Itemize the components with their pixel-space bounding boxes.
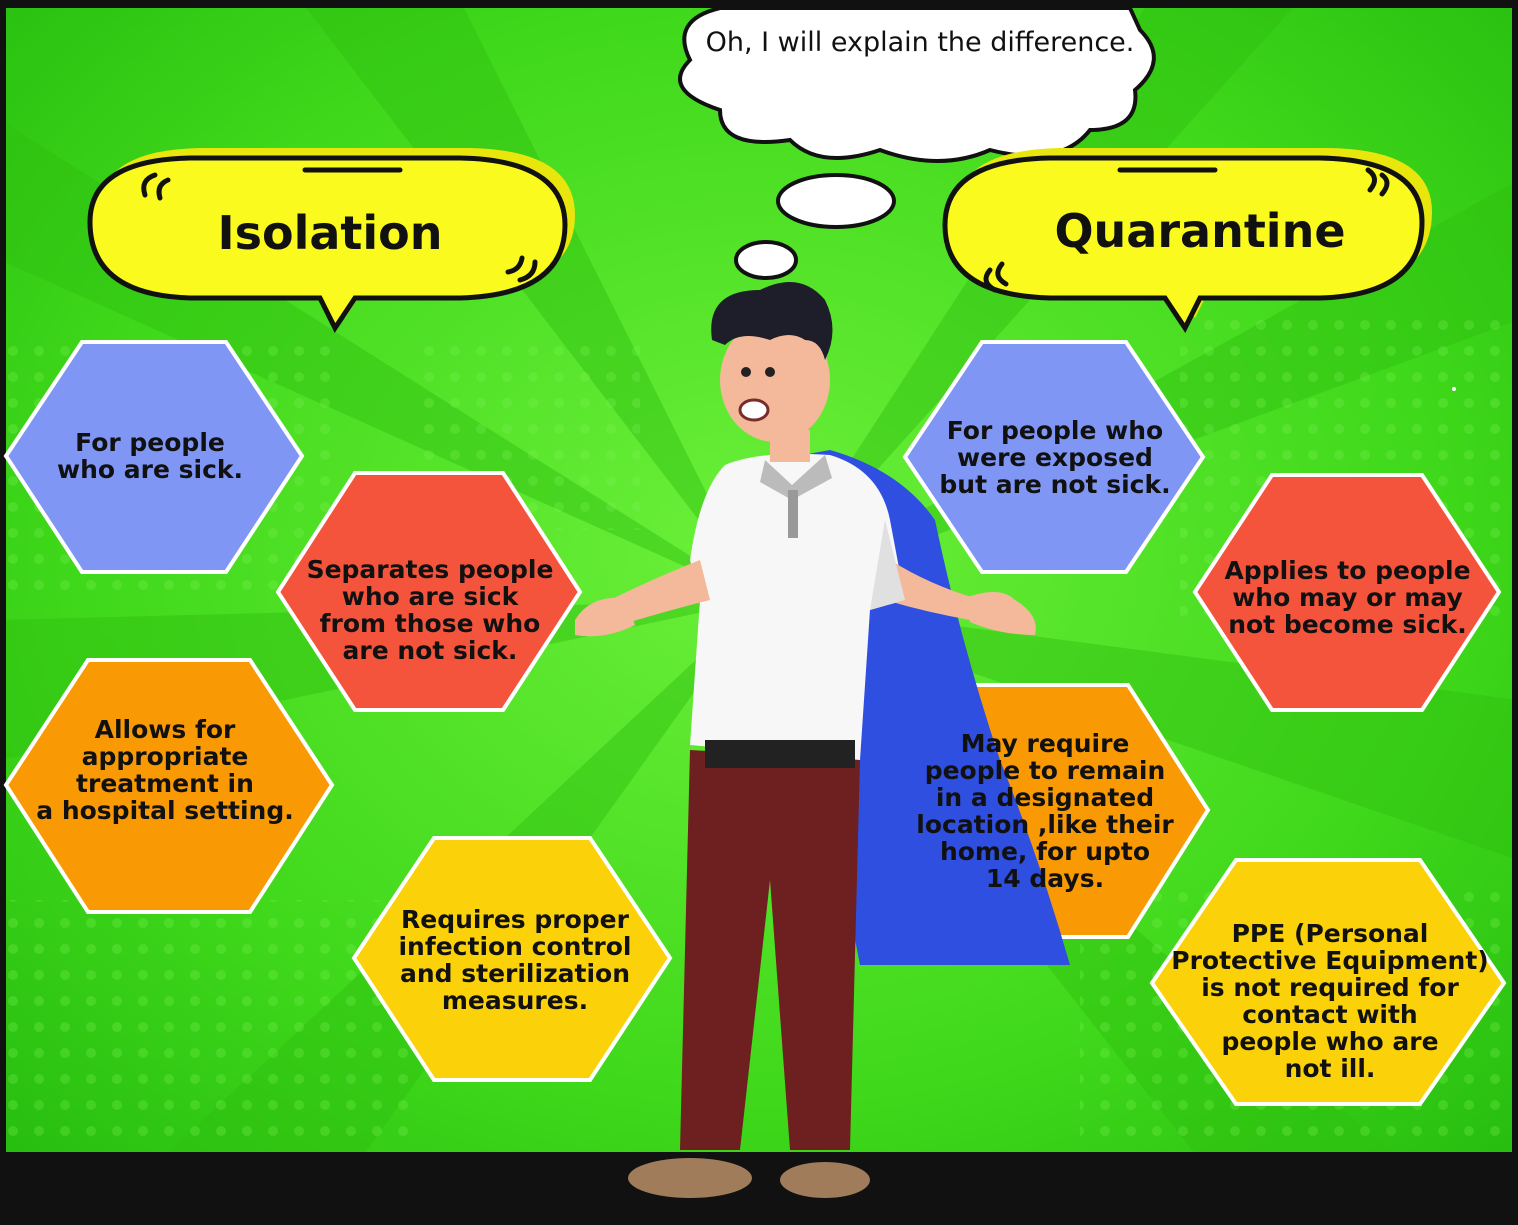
hex-quarantine-1 [902,340,1206,574]
hex-quarantine-2 [1192,473,1502,712]
hex-isolation-2 [275,471,583,712]
isolation-item-3: Allows for appropriate treatment in a ho… [36,715,294,825]
hex-isolation-4 [351,836,673,1082]
quarantine-item-2: Applies to people who may or may not bec… [1224,556,1471,639]
thought-bubble-text: Oh, I will explain the difference. [705,26,1135,58]
isolation-heading: Isolation [217,205,443,260]
thought-bubble [678,6,1156,280]
stray-speck [1452,387,1456,391]
quarantine-item-3: May require people to remain in a design… [916,728,1174,893]
frame-right [1512,0,1518,1225]
hexagons [3,340,1507,1106]
frame-left [0,0,6,1225]
isolation-item-4: Requires proper infection control and st… [398,905,632,1015]
quarantine-item-4: PPE (Personal Protective Equipment) is n… [1171,918,1489,1083]
quarantine-item-1: For people who were exposed but are not … [939,416,1171,499]
hex-quarantine-4 [1149,858,1507,1106]
hex-isolation-3 [3,658,335,914]
isolation-item-2: Separates people who are sick from those… [306,555,554,665]
quarantine-heading: Quarantine [1054,203,1346,258]
hex-isolation-1 [3,340,305,574]
confused-man-illustration [575,282,1070,1198]
quarantine-heading-bubble [942,148,1432,333]
isolation-item-1: For people who are sick. [56,428,244,484]
ground-strip [0,1152,1518,1225]
isolation-heading-bubble [87,148,575,333]
frame-top [0,0,1518,8]
